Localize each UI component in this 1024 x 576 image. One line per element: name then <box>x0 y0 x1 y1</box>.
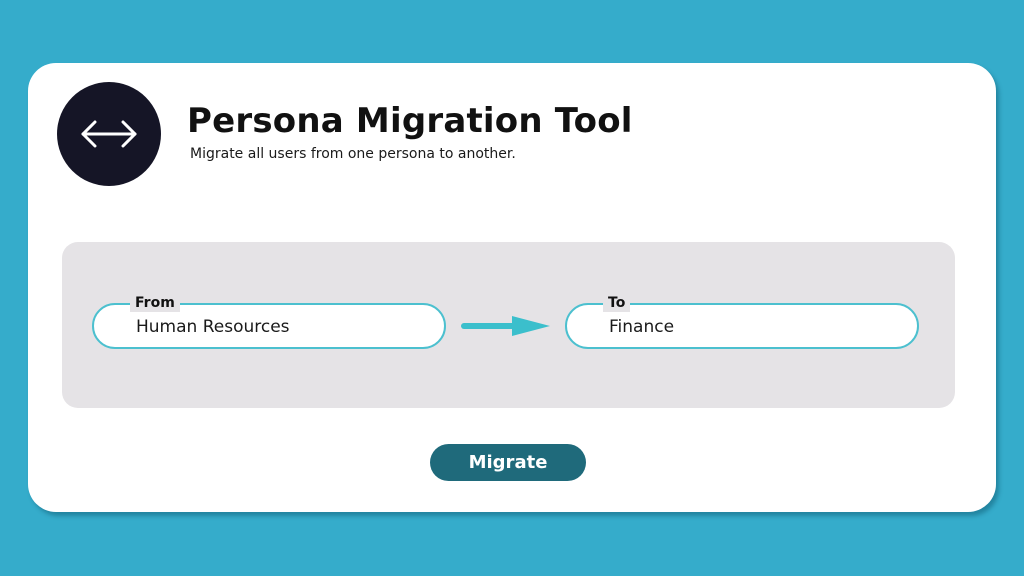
from-field-label: From <box>130 294 180 314</box>
left-right-arrow-icon <box>81 120 137 148</box>
right-arrow-icon <box>461 316 550 336</box>
to-field-label: To <box>603 294 631 314</box>
from-field-value[interactable]: Human Resources <box>136 317 290 337</box>
migrate-button[interactable]: Migrate <box>430 444 586 481</box>
logo-badge <box>57 82 161 186</box>
from-persona-field[interactable]: From Human Resources <box>92 294 446 349</box>
page-title: Persona Migration Tool <box>187 101 633 141</box>
migration-card: Persona Migration Tool Migrate all users… <box>28 63 996 512</box>
to-field-value[interactable]: Finance <box>609 317 675 337</box>
persona-selection-panel: From Human Resources To Finance <box>62 242 955 408</box>
page-subtitle: Migrate all users from one persona to an… <box>190 146 516 162</box>
to-persona-field[interactable]: To Finance <box>565 294 919 349</box>
